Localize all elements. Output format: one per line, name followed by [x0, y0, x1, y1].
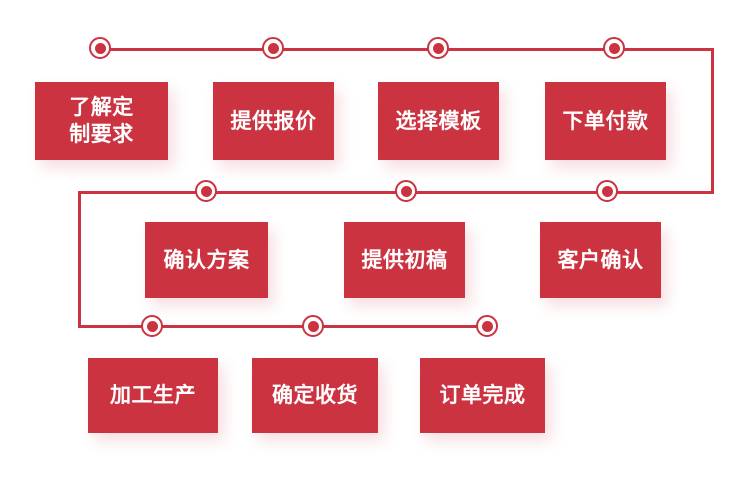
flow-node-6: [395, 180, 417, 202]
connector-line-row1: [100, 48, 714, 51]
flow-node-1: [89, 37, 111, 59]
step-box-10[interactable]: 订单完成: [420, 358, 545, 433]
flow-node-4: [603, 37, 625, 59]
connector-line-left-vertical: [78, 191, 81, 328]
step-box-4[interactable]: 下单付款: [545, 82, 666, 160]
step-box-9[interactable]: 确定收货: [252, 358, 378, 433]
step-box-3[interactable]: 选择模板: [378, 82, 499, 160]
step-box-6[interactable]: 提供初稿: [344, 222, 465, 298]
step-box-8[interactable]: 加工生产: [88, 358, 218, 433]
step-box-7[interactable]: 客户确认: [540, 222, 661, 298]
flow-node-5: [195, 180, 217, 202]
flow-node-10: [476, 315, 498, 337]
connector-line-row3: [78, 325, 488, 328]
connector-line-right-vertical: [711, 48, 714, 194]
step-box-1[interactable]: 了解定 制要求: [35, 82, 168, 160]
flow-node-2: [262, 37, 284, 59]
step-box-2[interactable]: 提供报价: [213, 82, 334, 160]
flow-node-8: [141, 315, 163, 337]
flow-node-3: [427, 37, 449, 59]
flow-node-9: [302, 315, 324, 337]
flow-node-7: [596, 180, 618, 202]
step-box-5[interactable]: 确认方案: [145, 222, 268, 298]
